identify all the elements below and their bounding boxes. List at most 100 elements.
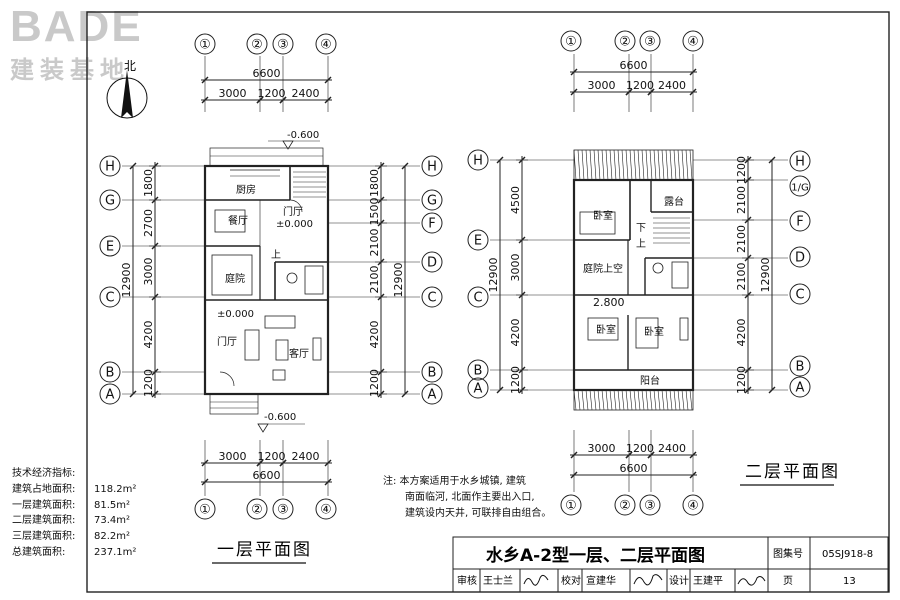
roof-hatch bbox=[585, 149, 589, 181]
dim-text: 4200 bbox=[368, 321, 381, 349]
dim-tick bbox=[689, 88, 697, 96]
roof-hatch bbox=[581, 389, 585, 411]
dim-text: 1200 bbox=[735, 156, 748, 184]
row-bubble bbox=[467, 229, 489, 251]
column-bubble-bottom bbox=[639, 494, 661, 516]
roof-hatch bbox=[661, 149, 665, 181]
toilet-icon bbox=[286, 272, 298, 284]
roof-hatch bbox=[597, 389, 601, 411]
dim-text: 2400 bbox=[658, 442, 686, 455]
entry-steps bbox=[209, 393, 259, 415]
roof-hatch bbox=[657, 389, 661, 411]
dim-tick bbox=[570, 88, 578, 96]
dim-tick bbox=[401, 162, 409, 170]
roof-hatch bbox=[641, 389, 645, 411]
spec-row: 建筑占地面积:118.2m² bbox=[12, 483, 137, 495]
level-top: -0.600 bbox=[287, 130, 319, 141]
row-bubble bbox=[467, 377, 489, 399]
dim-text: 2100 bbox=[368, 266, 381, 294]
row-bubble-label: F bbox=[428, 217, 435, 232]
roof-hatch bbox=[625, 389, 629, 411]
dim-text: 1200 bbox=[368, 369, 381, 397]
bed bbox=[635, 317, 659, 349]
row-bubble-label: B bbox=[106, 366, 115, 381]
column-bubble-top-label: ③ bbox=[644, 35, 656, 50]
shower bbox=[304, 265, 324, 295]
roof-hatch bbox=[605, 149, 609, 181]
dim-text: 2100 bbox=[735, 186, 748, 214]
column-bubble-bottom bbox=[194, 498, 216, 520]
dim-text: 1200 bbox=[509, 366, 522, 394]
level-hall: ±0.000 bbox=[276, 219, 313, 230]
row-bubble bbox=[789, 283, 811, 305]
roof-hatch bbox=[673, 389, 677, 411]
column-bubble-bottom-label: ④ bbox=[320, 503, 332, 518]
roof-hatch bbox=[629, 149, 633, 181]
shower bbox=[671, 261, 689, 289]
atlas-number: 05SJ918-8 bbox=[822, 549, 873, 560]
roof-hatch bbox=[665, 149, 669, 181]
dim-text: 3000 bbox=[509, 254, 522, 282]
column-bubble-bottom-label: ② bbox=[619, 499, 631, 514]
dim-text: 2100 bbox=[735, 263, 748, 291]
atlas-label: 图集号 bbox=[773, 547, 803, 560]
room-bedroom: 卧室 bbox=[644, 325, 664, 338]
spec-row: 总建筑面积:237.1m² bbox=[12, 546, 137, 558]
roof-hatch bbox=[689, 149, 693, 181]
page-number: 13 bbox=[843, 576, 856, 587]
dim-tick bbox=[324, 478, 332, 486]
dim-text: 2100 bbox=[368, 229, 381, 257]
column-bubble-bottom-label: ③ bbox=[644, 499, 656, 514]
roof-hatch bbox=[649, 149, 653, 181]
dim-tick bbox=[129, 162, 137, 170]
room-balcony: 阳台 bbox=[640, 374, 660, 387]
roof-hatch bbox=[641, 149, 645, 181]
dim-tick bbox=[324, 459, 332, 467]
row-bubble bbox=[789, 210, 811, 232]
roof-hatch bbox=[577, 389, 581, 411]
row-bubble bbox=[789, 150, 811, 172]
room-courtyard: 庭院 bbox=[225, 272, 245, 285]
dim-text: 1200 bbox=[142, 369, 155, 397]
column-bubble-bottom bbox=[560, 494, 582, 516]
check-name: 宣建华 bbox=[586, 574, 616, 587]
second-floor-title: 二层平面图 bbox=[745, 462, 840, 482]
dim-text: 12900 bbox=[759, 258, 772, 293]
roof-hatch bbox=[621, 389, 625, 411]
roof-hatch bbox=[605, 389, 609, 411]
north-arrow-icon: 北 bbox=[106, 59, 148, 119]
row-bubble-label: G bbox=[105, 194, 115, 209]
dim-text: 6600 bbox=[620, 59, 648, 72]
row-bubble-label: E bbox=[474, 234, 482, 249]
roof-hatch bbox=[589, 389, 593, 411]
dim-text: 2700 bbox=[142, 209, 155, 237]
courtyard-planting bbox=[211, 254, 253, 296]
dim-tick bbox=[256, 459, 264, 467]
dining-table bbox=[214, 209, 246, 233]
row-bubble bbox=[421, 212, 443, 234]
room-kitchen: 厨房 bbox=[236, 183, 256, 196]
sofa bbox=[264, 315, 296, 329]
row-bubble bbox=[99, 286, 121, 308]
dim-text: 1200 bbox=[735, 366, 748, 394]
coffee-table bbox=[275, 339, 289, 361]
review-signature bbox=[523, 574, 549, 586]
spec-row: 一层建筑面积:81.5m² bbox=[12, 499, 131, 511]
watermark-subtitle: 建装基地 bbox=[10, 56, 130, 84]
dim-text: 1200 bbox=[626, 79, 654, 92]
dim-tick bbox=[129, 390, 137, 398]
level-bottom: -0.600 bbox=[264, 412, 296, 423]
first-floor-title: 一层平面图 bbox=[217, 540, 312, 560]
column-bubble-top-label: ① bbox=[199, 38, 211, 53]
spec-row: 三层建筑面积:82.2m² bbox=[12, 531, 131, 543]
row-bubble bbox=[421, 361, 443, 383]
row-bubble-label: G bbox=[427, 194, 437, 209]
roof-hatch bbox=[653, 149, 657, 181]
roof-hatch bbox=[645, 149, 649, 181]
dim-text: 1800 bbox=[368, 169, 381, 197]
dim-tick bbox=[401, 390, 409, 398]
row-bubble-label: C bbox=[473, 291, 482, 306]
roof-hatch bbox=[681, 389, 685, 411]
wardrobe bbox=[679, 317, 689, 341]
room-bedroom: 卧室 bbox=[596, 323, 616, 336]
